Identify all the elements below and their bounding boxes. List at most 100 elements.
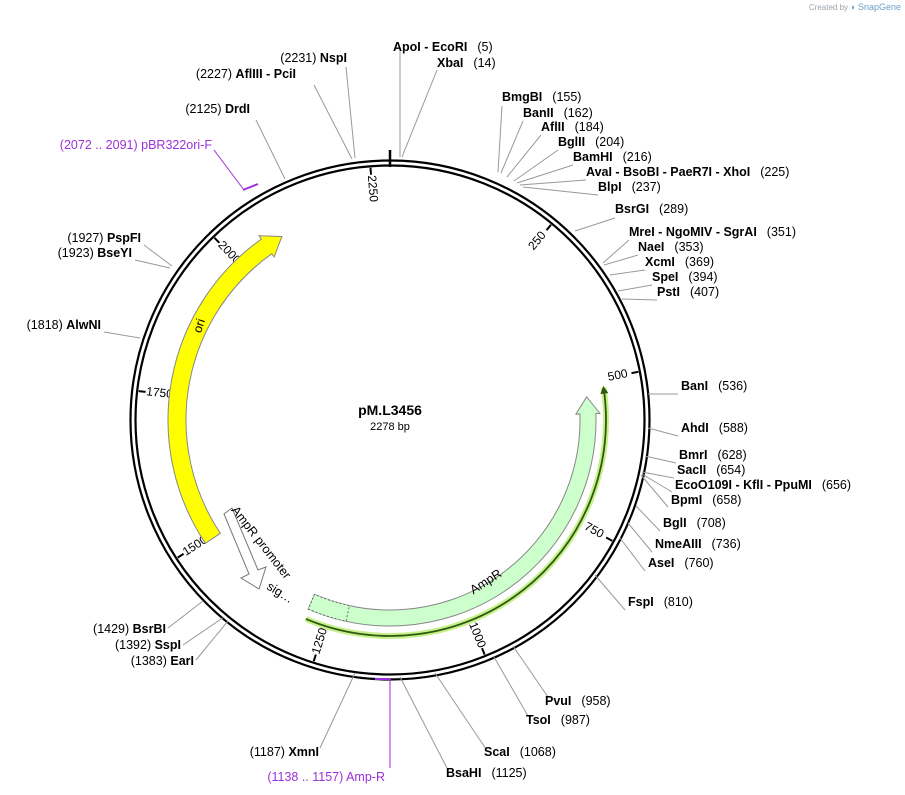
site-position: (289) bbox=[659, 202, 688, 216]
site-label[interactable]: BanI(536) bbox=[681, 379, 747, 393]
backbone-inner-circle bbox=[134, 164, 646, 676]
site-label[interactable]: (1187) XmnI bbox=[250, 745, 319, 759]
tick-mark bbox=[213, 237, 221, 244]
tick-label: 1250 bbox=[309, 626, 330, 656]
site-separator: - bbox=[655, 225, 666, 239]
enzyme-name: PciI bbox=[274, 67, 296, 81]
site-label[interactable]: FspI(810) bbox=[628, 595, 693, 609]
site-leader-line bbox=[497, 105, 503, 173]
site-leader-line bbox=[319, 672, 356, 749]
sig-peptide-box bbox=[307, 593, 351, 622]
site-label[interactable]: (1818) AlwNI bbox=[27, 318, 101, 332]
site-leader-line bbox=[345, 66, 356, 159]
enzyme-name: AseI bbox=[648, 556, 674, 570]
site-leader-line bbox=[522, 186, 599, 196]
site-label[interactable]: ApoI - EcoRI(5) bbox=[393, 40, 493, 54]
enzyme-name: AlwNI bbox=[66, 318, 101, 332]
tick-mark bbox=[481, 647, 486, 656]
site-label[interactable]: XbaI(14) bbox=[437, 56, 496, 70]
site-label[interactable]: BglII(204) bbox=[558, 135, 624, 149]
enzyme-name: BanII bbox=[523, 106, 554, 120]
plasmid-length: 2278 bp bbox=[370, 421, 410, 433]
site-position: (536) bbox=[718, 379, 747, 393]
enzyme-name: PstI bbox=[657, 285, 680, 299]
site-label[interactable]: NaeI(353) bbox=[638, 240, 704, 254]
site-position: (628) bbox=[717, 448, 746, 462]
site-position: (353) bbox=[674, 240, 703, 254]
site-leader-line bbox=[506, 134, 542, 178]
site-label[interactable]: PstI(407) bbox=[657, 285, 719, 299]
ori-label: ori bbox=[190, 317, 208, 335]
site-label[interactable]: AhdI(588) bbox=[681, 421, 748, 435]
tick-mark bbox=[631, 370, 639, 375]
site-leader-line bbox=[516, 164, 574, 184]
site-separator: - bbox=[732, 478, 743, 492]
site-label[interactable]: SpeI(394) bbox=[652, 270, 718, 284]
site-leader-line bbox=[641, 473, 673, 493]
site-position: (162) bbox=[564, 106, 593, 120]
tick-mark bbox=[177, 552, 185, 559]
enzyme-name: EcoO109I bbox=[675, 478, 732, 492]
site-leader-line bbox=[255, 119, 286, 180]
site-label[interactable]: BsaHI(1125) bbox=[446, 766, 527, 780]
site-position: (736) bbox=[712, 537, 741, 551]
site-position: (2231) bbox=[280, 51, 316, 65]
backbone-outer-circle bbox=[129, 159, 651, 681]
site-label[interactable]: BpmI(658) bbox=[671, 493, 741, 507]
site-label[interactable]: BlpI(237) bbox=[598, 180, 661, 194]
primer-ori-name: pBR322ori-F bbox=[141, 138, 212, 152]
site-leader-line bbox=[602, 239, 630, 264]
enzyme-name: BmrI bbox=[679, 448, 707, 462]
site-leader-line bbox=[635, 505, 661, 532]
site-label[interactable]: (1429) BsrBI bbox=[93, 622, 166, 636]
tick-label: 500 bbox=[606, 366, 629, 384]
site-label[interactable]: (2125) DrdI bbox=[185, 102, 250, 116]
primer-ampr-range: (1138 .. 1157) bbox=[267, 770, 343, 784]
site-label[interactable]: TsoI(987) bbox=[526, 713, 590, 727]
site-position: (2125) bbox=[185, 102, 221, 116]
site-label[interactable]: BglI(708) bbox=[663, 516, 726, 530]
site-label[interactable]: AflII(184) bbox=[541, 120, 604, 134]
site-leader-line bbox=[103, 331, 141, 339]
site-label[interactable]: (1383) EarI bbox=[131, 654, 194, 668]
site-label[interactable]: (1927) PspFI bbox=[67, 231, 141, 245]
site-position: (1429) bbox=[93, 622, 129, 636]
site-label[interactable]: PvuI(958) bbox=[545, 694, 611, 708]
site-label[interactable]: XcmI(369) bbox=[645, 255, 714, 269]
site-label[interactable]: (1923) BseYI bbox=[58, 246, 132, 260]
site-label[interactable]: AseI(760) bbox=[648, 556, 714, 570]
site-label[interactable]: BmrI (628) bbox=[679, 448, 747, 462]
site-label[interactable]: BamHI(216) bbox=[573, 150, 652, 164]
enzyme-name: NgoMIV bbox=[666, 225, 713, 239]
site-position: (369) bbox=[685, 255, 714, 269]
credit-brand: SnapGene bbox=[857, 2, 901, 12]
enzyme-name: BsaHI bbox=[446, 766, 481, 780]
site-label[interactable]: SacII(654) bbox=[677, 463, 745, 477]
site-label[interactable]: NmeAIII(736) bbox=[655, 537, 741, 551]
site-position: (958) bbox=[581, 694, 610, 708]
site-label[interactable]: BsrGI(289) bbox=[615, 202, 688, 216]
site-label[interactable]: BmgBI(155) bbox=[502, 90, 581, 104]
primer-ori-label[interactable]: (2072 .. 2091) pBR322ori-F bbox=[60, 138, 213, 152]
site-leader-line bbox=[640, 474, 669, 508]
site-label[interactable]: (2231) NspI bbox=[280, 51, 347, 65]
enzyme-name: NspI bbox=[320, 51, 347, 65]
site-label[interactable]: EcoO109I - KflI - PpuMI(656) bbox=[675, 478, 851, 492]
primer-ori-leader bbox=[213, 149, 245, 191]
site-label[interactable]: AvaI - BsoBI - PaeR7I - XhoI(225) bbox=[586, 165, 789, 179]
primer-ampr-label[interactable]: (1138 .. 1157) Amp-R bbox=[267, 770, 385, 784]
site-label[interactable]: (2227) AflIII - PciI bbox=[196, 67, 296, 81]
site-separator: - bbox=[612, 165, 623, 179]
enzyme-name: AvaI bbox=[586, 165, 612, 179]
ampr-feature-arrow bbox=[307, 395, 601, 627]
tick-label: 2250 bbox=[365, 175, 381, 203]
site-position: (2227) bbox=[196, 67, 232, 81]
site-label[interactable]: MreI - NgoMIV - SgrAI(351) bbox=[629, 225, 796, 239]
site-label[interactable]: (1392) SspI bbox=[115, 638, 181, 652]
site-position: (394) bbox=[688, 270, 717, 284]
site-position: (1818) bbox=[27, 318, 63, 332]
site-position: (14) bbox=[473, 56, 495, 70]
site-label[interactable]: BanII (162) bbox=[523, 106, 593, 120]
site-label[interactable]: ScaI(1068) bbox=[484, 745, 556, 759]
